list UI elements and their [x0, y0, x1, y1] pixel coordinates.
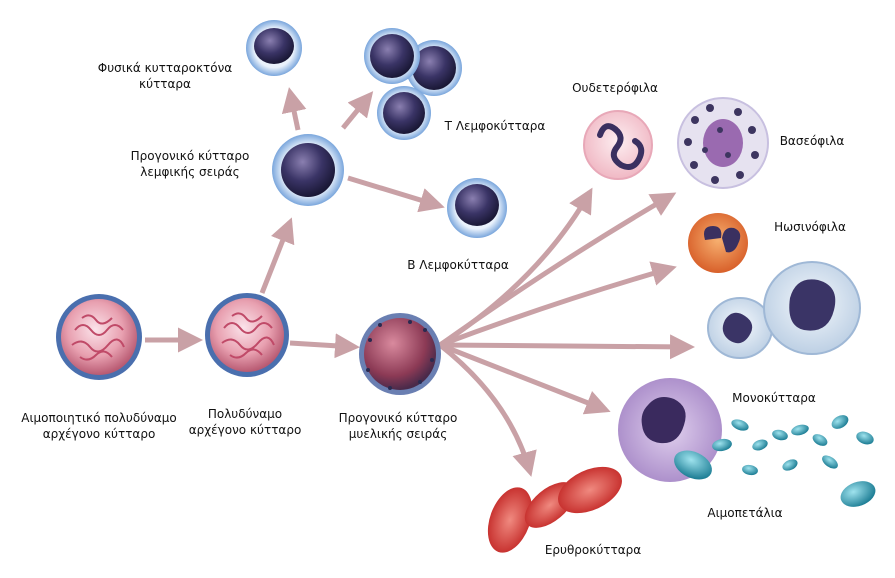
label-eosinophils: Ηωσινόφιλα — [774, 220, 846, 234]
arrow-lymphoid-to-nk — [281, 87, 307, 131]
label-nk-cells: Φυσικά κυτταροκτόνα κύτταρα — [97, 61, 233, 91]
label-neutrophils: Ουδετερόφιλα — [572, 81, 658, 95]
neutrophil-cell — [583, 110, 653, 180]
label-lymphoid-progenitor: Προγονικό κύτταρο λεμφικής σειράς — [130, 149, 250, 179]
eosinophil-cell — [688, 213, 748, 273]
arrow-mpp-to-lymphoid — [259, 217, 295, 294]
hsc-cell — [56, 294, 142, 380]
basophil-cell — [677, 97, 769, 189]
arrow-myeloid-to-platelet — [439, 342, 611, 415]
arrow-mpp-to-myeloid — [289, 333, 360, 359]
label-myeloid-progenitor: Προγονικό κύτταρο μυελικής σειράς — [338, 411, 458, 441]
myeloid-progenitor-cell — [359, 313, 441, 395]
arrow-myeloid-to-basophil — [438, 192, 677, 348]
arrow-lymphoid-to-tcell — [341, 91, 374, 130]
monocyte-cells — [707, 261, 861, 359]
lymphoid-progenitor-cell — [272, 134, 344, 206]
label-mpp: Πολυδύναμο αρχέγονο κύτταρο — [188, 407, 302, 437]
mpp-cell — [205, 293, 289, 377]
arrow-myeloid-to-eosinophil — [439, 261, 677, 348]
arrow-myeloid-to-monocyte — [439, 334, 695, 360]
nk-cell — [246, 20, 302, 76]
label-basophils: Βασεόφιλα — [779, 134, 845, 148]
arrow-myeloid-to-erythrocyte — [438, 343, 537, 477]
label-platelets: Αιμοπετάλια — [707, 506, 783, 520]
tcell-cluster — [364, 28, 462, 140]
label-erythrocytes: Ερυθροκύτταρα — [544, 543, 642, 557]
bcell — [447, 178, 507, 238]
label-hsc: Αιμοποιητικό πολυδύναμο αρχέγονο κύτταρο — [21, 411, 177, 441]
erythrocytes — [487, 466, 622, 553]
label-tcells: Τ Λεμφοκύτταρα — [444, 119, 546, 133]
label-bcells: Β Λεμφοκύτταρα — [407, 258, 509, 272]
arrow-lymphoid-to-bcell — [347, 175, 445, 213]
arrows — [145, 87, 695, 477]
label-monocytes: Μονοκύτταρα — [732, 391, 816, 405]
platelets — [674, 415, 876, 507]
